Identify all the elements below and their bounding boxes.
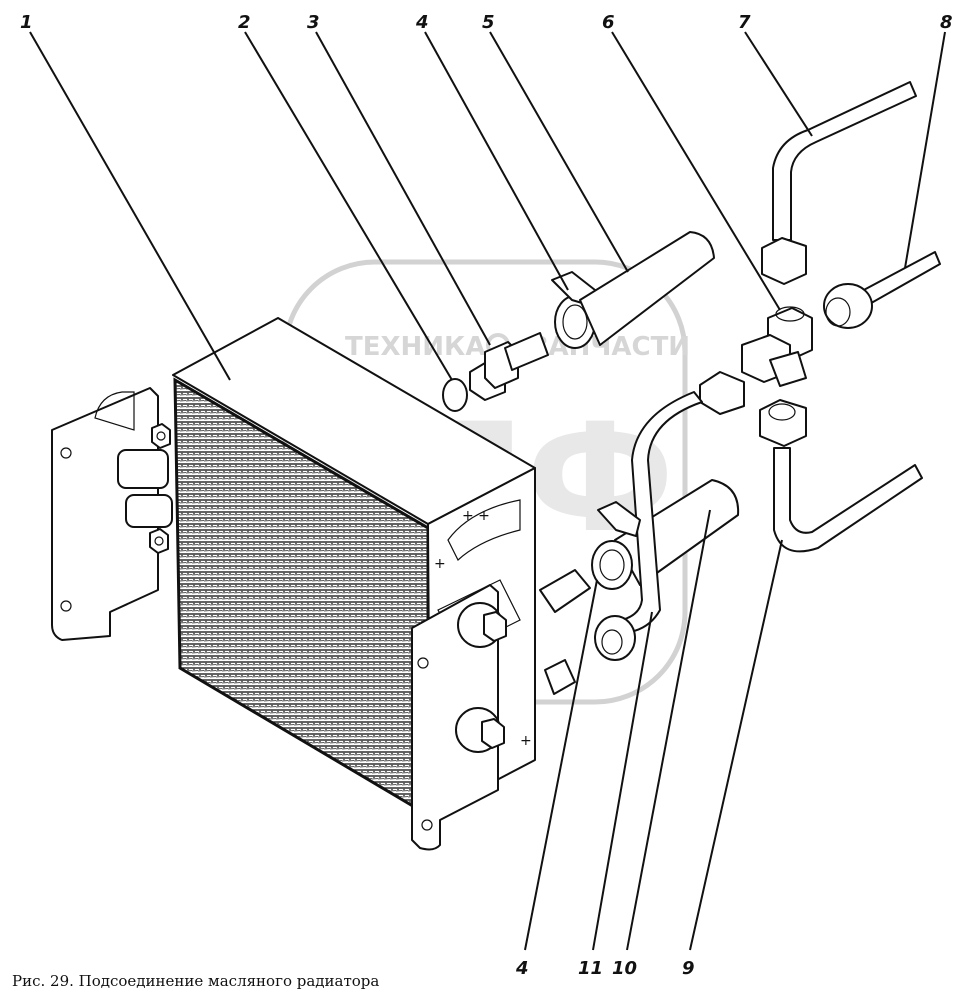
callout-3: 3 — [307, 12, 320, 33]
svg-text:+: + — [520, 733, 532, 749]
callout-11: 11 — [578, 958, 603, 979]
callout-5: 5 — [482, 12, 495, 33]
watermark-text-left: ТЕХНИКА — [345, 332, 485, 362]
callout-numbers: 1 2 3 4 5 6 7 8 4 11 10 9 — [20, 12, 953, 979]
tube-to-radiator — [594, 371, 745, 661]
svg-text:+: + — [434, 556, 446, 572]
tee-fitting — [741, 306, 813, 387]
callout-4-bottom: 4 — [515, 958, 529, 979]
hose-clamp-lower — [539, 501, 641, 695]
callout-10: 10 — [612, 958, 637, 979]
oil-radiator: + + + + + + — [51, 317, 536, 851]
callout-8: 8 — [940, 12, 953, 33]
union-fitting — [469, 332, 549, 401]
callout-7: 7 — [738, 12, 751, 33]
tube-right — [823, 251, 941, 329]
right-mount-bracket — [411, 584, 499, 851]
callout-4-top: 4 — [415, 12, 429, 33]
tube-lower — [759, 399, 923, 553]
hose-top — [579, 231, 715, 346]
figure-caption: Рис. 29. Подсоединение масляного радиато… — [12, 972, 380, 990]
callout-1: 1 — [20, 12, 33, 33]
callout-2: 2 — [238, 12, 251, 33]
o-ring — [442, 378, 468, 412]
svg-text:+ +: + + — [462, 508, 490, 524]
callout-6: 6 — [602, 12, 615, 33]
leader-lines — [29, 31, 946, 951]
callout-9: 9 — [682, 958, 695, 979]
tube-top — [761, 81, 917, 285]
